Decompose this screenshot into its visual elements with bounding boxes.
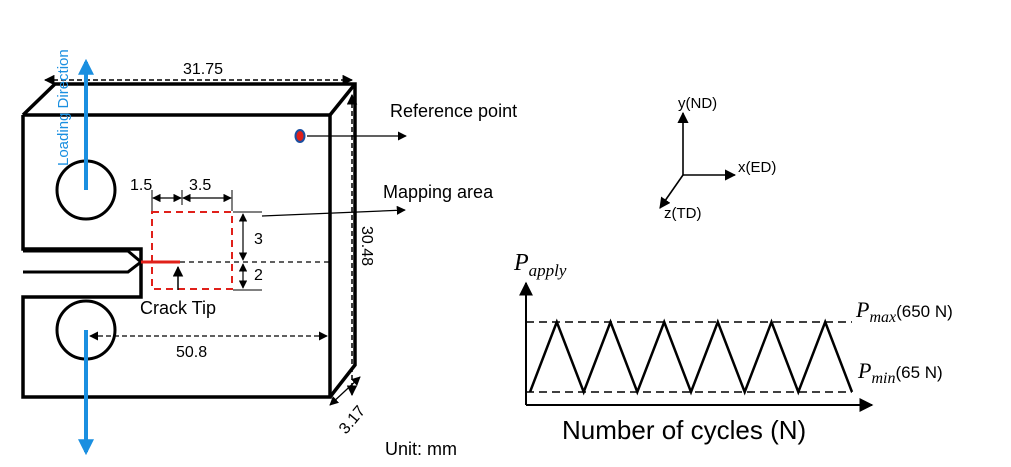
axis-x-label: x(ED) xyxy=(738,159,776,176)
dim-thickness-label: 3.17 xyxy=(336,403,369,438)
cyclic-load-waveform xyxy=(528,318,854,396)
mapping-area-arrow xyxy=(261,205,406,217)
pmax-label: Pmax(650 N) xyxy=(855,297,953,326)
dim-thickness-line xyxy=(329,376,361,406)
axis-z-label: z(TD) xyxy=(664,205,702,222)
load-plot-x-label: Number of cycles (N) xyxy=(562,415,806,445)
axis-y-label: y(ND) xyxy=(678,95,717,112)
loading-direction-label: Loading Direction xyxy=(55,49,72,166)
dim-hole-to-edge-label: 50.8 xyxy=(176,344,207,361)
dim-map-lower-label: 2 xyxy=(254,267,263,284)
specimen-outline xyxy=(21,82,357,399)
dim-height-label: 30.48 xyxy=(358,226,375,266)
crack-tip-label: Crack Tip xyxy=(140,298,216,318)
dim-map-upper-label: 3 xyxy=(254,231,263,248)
dim-offset-label: 1.5 xyxy=(130,177,152,194)
pmin-label: Pmin(65 N) xyxy=(857,358,943,387)
load-plot-y-label: Papply xyxy=(513,250,567,280)
dim-width-label: 31.75 xyxy=(183,61,223,78)
mapping-area-box xyxy=(151,211,233,290)
coordinate-axes xyxy=(659,111,737,209)
dim-map-width-label: 3.5 xyxy=(189,177,211,194)
reference-point-label: Reference point xyxy=(390,101,517,121)
reference-point-marker xyxy=(294,129,306,143)
unit-label: Unit: mm xyxy=(385,439,457,459)
notch xyxy=(23,249,144,274)
mapping-area-label: Mapping area xyxy=(383,182,494,202)
